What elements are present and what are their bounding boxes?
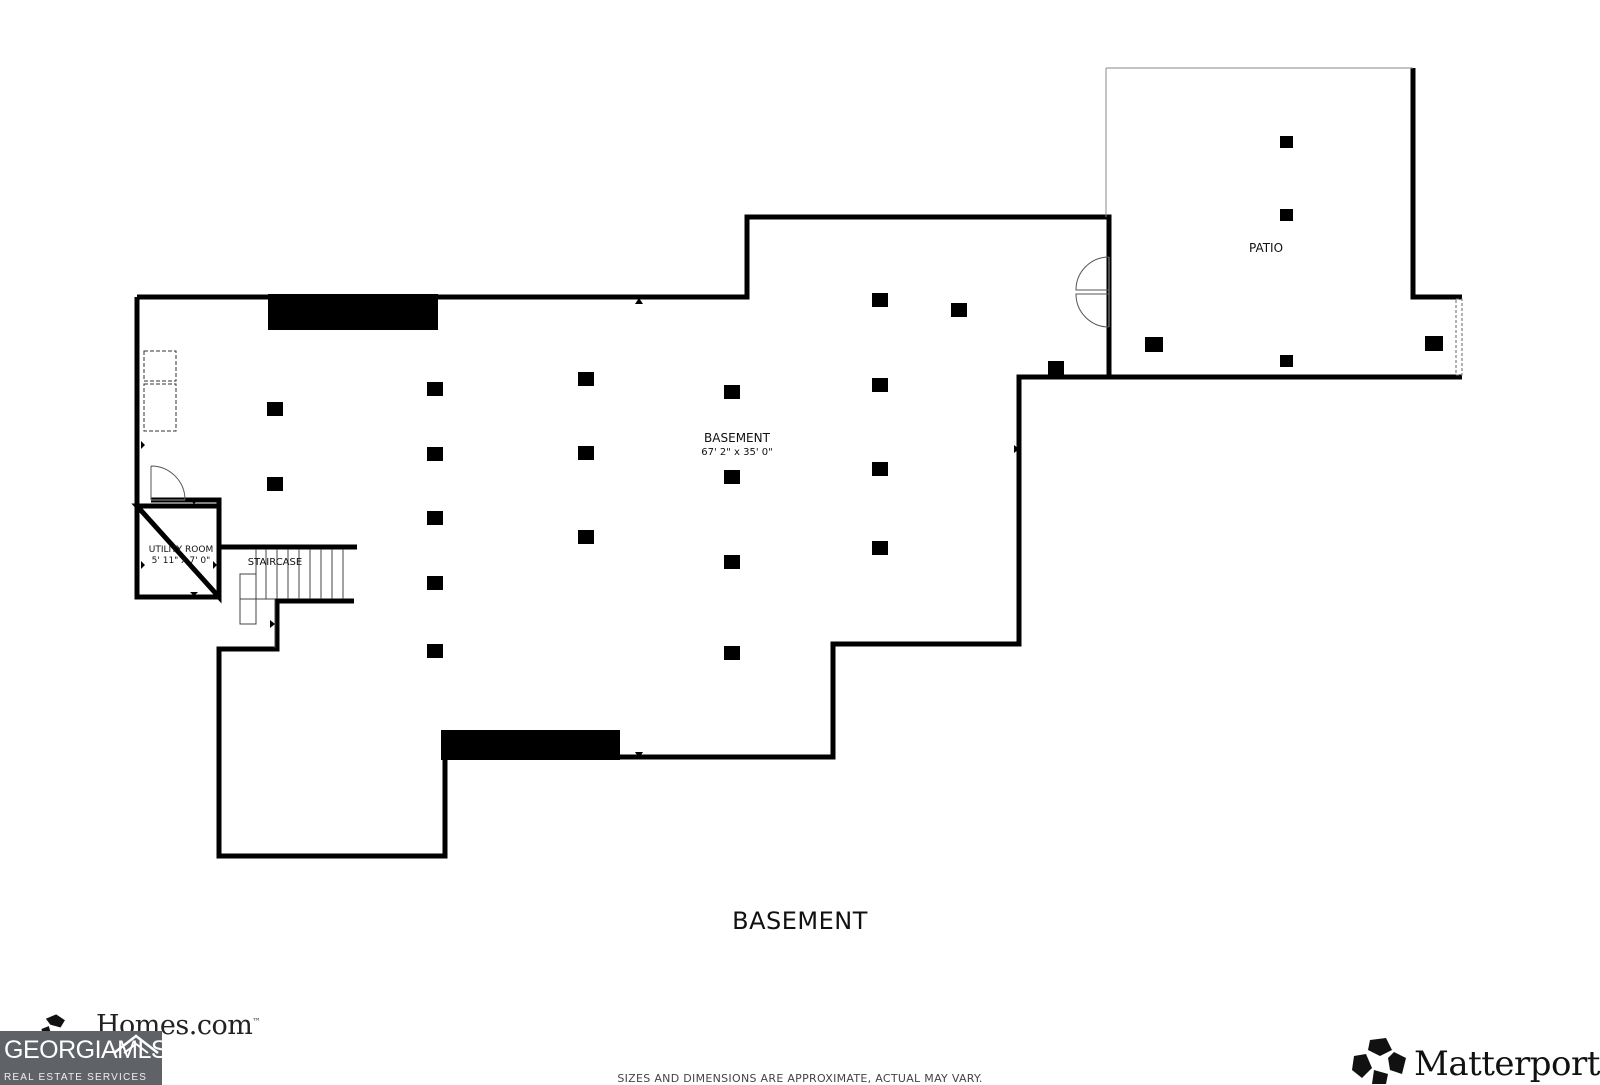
stair-arrow	[270, 620, 275, 628]
patio-door	[1075, 256, 1110, 328]
disclaimer: SIZES AND DIMENSIONS ARE APPROXIMATE, AC…	[617, 1072, 983, 1085]
matterport-logo-icon	[1352, 1038, 1406, 1084]
patio-open-edge	[1105, 67, 1413, 217]
columns	[267, 136, 1443, 660]
georgia-mls-subtext: REAL ESTATE SERVICES	[4, 1072, 148, 1083]
wall-markers	[141, 298, 1019, 758]
house-roof-icon	[113, 1034, 159, 1054]
basement-room-name: BASEMENT	[704, 431, 771, 445]
staircase-name: STAIRCASE	[248, 557, 302, 568]
basement-room-dims: 67' 2" x 35' 0"	[701, 447, 773, 458]
patio-window	[1455, 298, 1463, 376]
patio-wall	[1109, 68, 1462, 380]
utility-room-dims: 5' 11" x 7' 0"	[152, 556, 211, 566]
georgia-mls-text: GEORGIAMLS	[4, 1036, 162, 1064]
wall-block-top	[268, 294, 438, 330]
utility-room-name: UTILITY ROOM	[149, 545, 213, 555]
patio-room-name: PATIO	[1249, 241, 1283, 255]
georgia-mls-badge: GEORGIAMLS REAL ESTATE SERVICES	[0, 1031, 162, 1085]
wall-block-bottom	[441, 730, 620, 760]
stair-steps	[239, 549, 344, 648]
matterport-logo-text: Matterport®	[1414, 1044, 1600, 1084]
appliances	[143, 350, 177, 432]
floor-title: BASEMENT	[732, 907, 868, 935]
utility-door	[150, 465, 186, 501]
